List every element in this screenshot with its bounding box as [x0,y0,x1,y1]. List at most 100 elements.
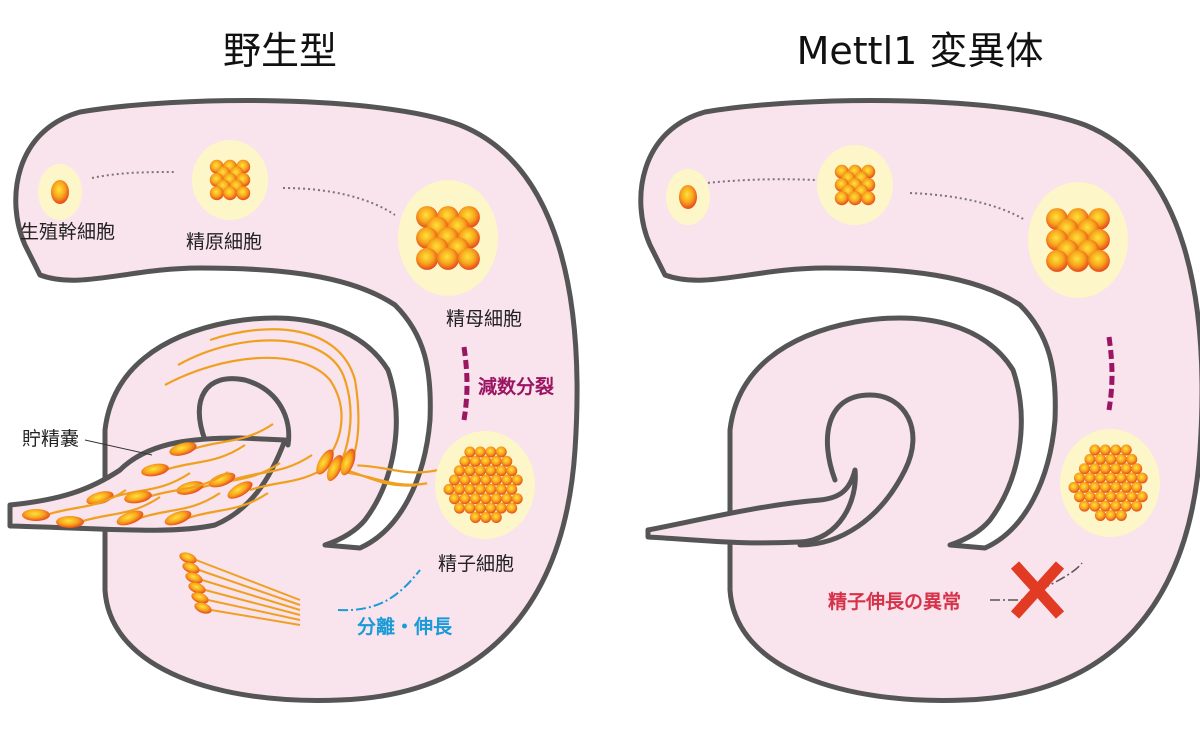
cell [1084,491,1096,503]
cell [1131,500,1143,512]
cell [1099,500,1111,512]
cell [495,502,507,514]
wild-type-title: 野生型 [223,29,337,73]
cell [1089,481,1101,493]
cell [464,465,476,477]
cell [453,483,465,495]
cell [443,483,455,495]
cell [506,465,518,477]
sperm [22,489,127,521]
sperm [169,423,274,456]
cell [1074,472,1085,484]
cell [1126,491,1138,503]
cell [449,493,460,505]
cell [1074,491,1085,503]
elongating-sperm [179,552,301,601]
progression-dotted-line [909,192,1026,221]
cell [485,465,497,477]
cell [459,455,471,467]
label-stem-cell: 生殖幹細胞 [20,221,115,243]
progression-dotted-line [282,187,396,216]
cell [474,446,486,458]
cell [453,502,465,514]
cell [480,493,492,505]
seminal-vesicle-leader [84,439,153,456]
cell [1110,444,1122,456]
cell [1115,491,1127,503]
cell [1067,249,1089,272]
cell [1099,481,1111,493]
cell [453,465,465,477]
cell [485,502,497,514]
sperm-tails-inner [164,328,360,461]
cell [834,191,849,206]
sperm-group [22,423,442,626]
cell [490,511,502,523]
label-spermatogonia: 精原細胞 [186,231,262,253]
inner-coil [797,392,916,548]
spermatocyte-cluster [398,180,498,296]
cell [1110,463,1122,475]
cell [490,474,502,486]
cell [1131,463,1143,475]
cell [464,446,476,458]
sperm [340,448,442,476]
cell [1094,491,1106,503]
spermatocyte-cluster [1028,182,1128,298]
cell [464,483,476,495]
germline-stem-cell [666,169,710,225]
mutant-panel: Mettl1 変異体 精子伸長の異常 [641,29,1200,700]
cell [1099,444,1111,456]
cell [485,446,497,458]
cell [459,493,471,505]
spermatid-cluster [435,431,535,539]
sperm [124,471,229,504]
elongating-sperm [185,572,301,611]
cell [501,474,513,486]
cell [1136,491,1148,503]
cell [1115,509,1127,521]
elongating-sperm [188,582,301,616]
label-spermatid: 精子細胞 [438,553,514,575]
sperm [56,496,161,528]
cell [1078,500,1090,512]
cell [223,186,237,201]
cell [1068,481,1080,493]
spermatogonia-cluster [817,145,893,225]
cell [469,493,481,505]
meiosis-dashed-line [461,346,470,421]
cell [501,455,513,467]
cell [1110,481,1122,493]
cell [236,186,251,201]
cell [1110,500,1122,512]
cell [1126,472,1138,484]
germ-cells [38,140,535,539]
cross-icon [1010,561,1065,619]
cell [679,185,697,209]
elongation-dashed-line [337,569,421,612]
label-elongation-defect: 精子伸長の異常 [828,590,961,613]
cell [848,191,862,206]
efferent-duct [645,467,858,546]
cell [1131,481,1143,493]
cell [1105,491,1117,503]
cell [209,186,224,201]
cell [459,474,471,486]
cell [480,474,492,486]
elongating-sperm [191,592,301,621]
germline-stem-cell [38,164,82,220]
cell [1078,463,1090,475]
wild-type-panel: 野生型 生殖幹細胞 精原細胞 精母細胞 減数分裂 精子細胞 分離・伸長 貯精嚢 [7,29,577,700]
cell [495,465,507,477]
cell [1094,453,1106,465]
cell [1105,472,1117,484]
cell [506,502,518,514]
cell [485,483,497,495]
cell [51,180,69,204]
cell [1115,472,1127,484]
cell [1094,472,1106,484]
cell [416,247,439,270]
cell [1105,509,1117,521]
